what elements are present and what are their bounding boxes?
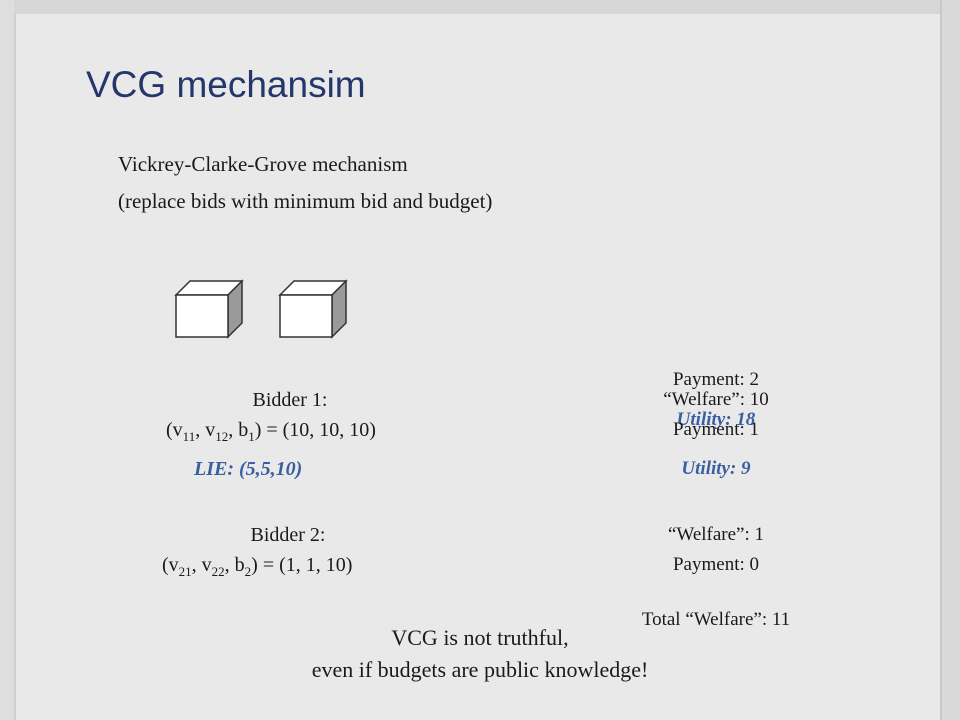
bidder1-utility: Utility: 9	[681, 458, 751, 479]
bidder1-payment: Payment: 1	[672, 419, 760, 440]
bidder1-welfare: “Welfare”: 10	[663, 389, 769, 410]
bidder1-lie: LIE: (5,5,10)	[194, 458, 303, 480]
subtitle-line-1: Vickrey-Clarke-Grove mechanism	[118, 152, 408, 176]
item-cube-icon	[278, 279, 348, 339]
slide-title: VCG mechansim	[86, 64, 366, 105]
bidder2-valuation: (v21, v22, b2) = (1, 1, 10)	[162, 554, 353, 579]
bidder1-utility-lie: Utility: 18	[676, 409, 756, 430]
item-cube-icon	[174, 279, 244, 339]
bidder1-payment-lie: Payment: 2	[672, 369, 760, 390]
slide-frame-right-line	[940, 0, 942, 720]
conclusion-line-2: even if budgets are public knowledge!	[311, 657, 649, 682]
bidder2-label: Bidder 2:	[250, 524, 326, 546]
slide-frame-top	[0, 0, 960, 14]
subtitle-line-2: (replace bids with minimum bid and budge…	[118, 189, 493, 213]
bidder1-valuation: (v11, v12, b1) = (10, 10, 10)	[166, 419, 376, 444]
bidder2-welfare: “Welfare”: 1	[667, 524, 765, 545]
slide-frame-right	[942, 0, 960, 720]
bidder1-label: Bidder 1:	[252, 389, 328, 411]
conclusion-line-1: VCG is not truthful,	[391, 625, 569, 650]
slide-frame-left-line	[14, 14, 16, 720]
total-welfare: Total “Welfare”: 11	[641, 609, 791, 630]
bidder2-payment: Payment: 0	[672, 554, 760, 575]
slide-frame-left	[0, 0, 14, 720]
